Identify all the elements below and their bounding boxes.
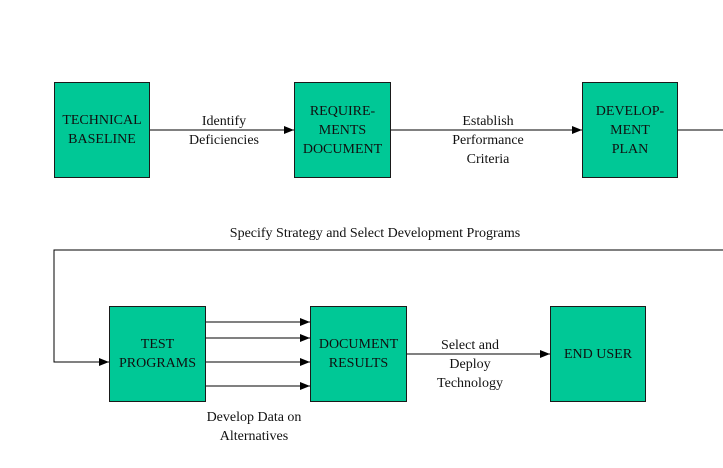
document-results-box: DOCUMENT RESULTS (310, 306, 407, 402)
document-results-label: DOCUMENT RESULTS (318, 337, 399, 371)
requirements-document-box: REQUIRE- MENTS DOCUMENT (294, 82, 391, 178)
development-plan-label: DEVELOP- MENT PLAN (595, 103, 665, 157)
end-user-label: END USER (563, 346, 633, 362)
arrow-loop-to-test-programs (53, 249, 723, 366)
identify-deficiencies-label: Identify Deficiencies (189, 114, 259, 148)
requirements-document-label: REQUIRE- MENTS DOCUMENT (302, 103, 383, 157)
development-plan-box: DEVELOP- MENT PLAN (582, 82, 678, 178)
establish-performance-criteria-label: Establish Performance Criteria (452, 114, 524, 167)
test-programs-label: TEST PROGRAMS (118, 337, 197, 371)
specify-strategy-label: Specify Strategy and Select Development … (229, 226, 521, 241)
develop-data-label: Develop Data on Alternatives (206, 410, 302, 444)
technical-baseline-box: TECHNICAL BASELINE (54, 82, 150, 178)
technical-baseline-label: TECHNICAL BASELINE (62, 113, 142, 147)
end-user-box: END USER (550, 306, 646, 402)
select-and-deploy-label: Select and Deploy Technology (437, 338, 503, 391)
test-programs-box: TEST PROGRAMS (109, 306, 206, 402)
